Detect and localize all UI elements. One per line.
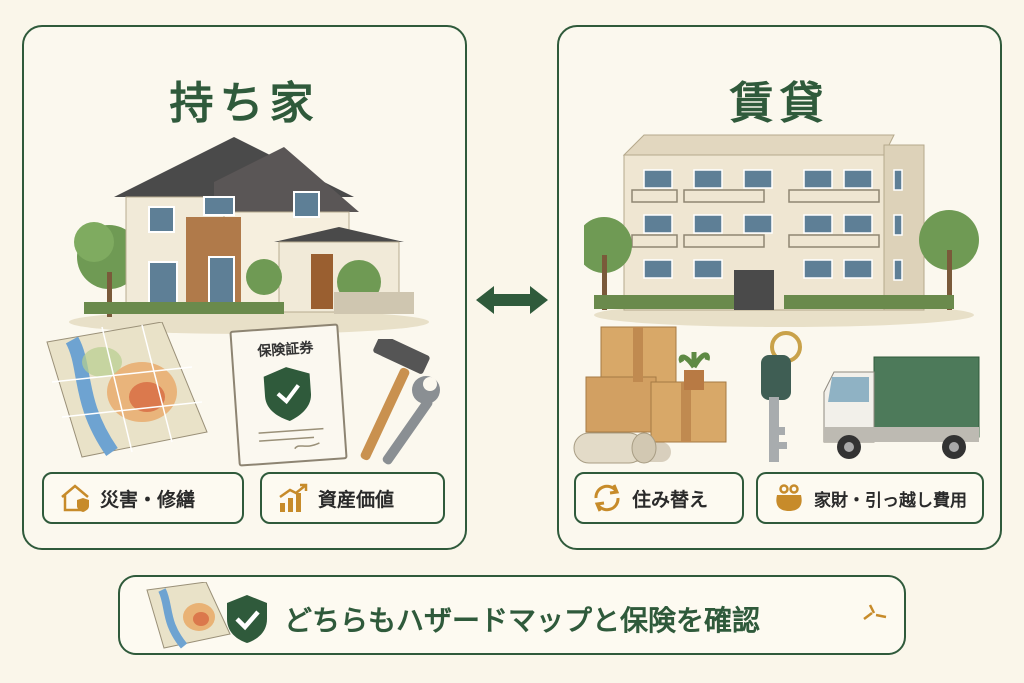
tag-disaster-repair: 災害・修繕 [42,472,244,524]
house-illustration [69,137,429,334]
panel-title-own: 持ち家 [169,78,320,129]
cycle-arrows-icon [594,484,620,512]
apartment-illustration [584,134,979,327]
insurance-certificate-icon: 保険証券 [229,323,348,467]
shield-check-icon [227,595,267,643]
double-arrow-icon [476,286,548,314]
hazard-map-icon [146,582,231,649]
rental-panel: 賃貸 [557,25,1002,550]
certificate-shield-icon [258,367,324,450]
tag-asset-value: 資産価値 [260,472,445,524]
tag-label: 資産価値 [318,488,395,511]
key-icon [761,331,802,462]
house-shield-icon [61,484,89,512]
tag-label: 家財・引っ越し費用 [814,490,967,511]
wrench-icon [382,376,440,465]
sparkle-lines-icon [863,604,887,620]
bottom-message: どちらもハザードマップと保険を確認 [284,604,761,637]
moving-truck-icon [823,356,980,459]
wallet-icon [776,484,802,511]
tag-label: 住み替え [632,488,709,511]
rolled-rug-icon [573,432,657,464]
tag-relocation: 住み替え [574,472,744,524]
hazard-map-icon [46,322,208,458]
tag-moving-costs: 家財・引っ越し費用 [756,472,984,524]
tag-label: 災害・修繕 [100,488,196,511]
panel-title-rent: 賃貸 [729,78,830,129]
potted-plant-icon [678,352,710,390]
bottom-banner: どちらもハザードマップと保険を確認 [118,575,906,655]
hammer-icon [360,339,430,461]
growth-chart-icon [279,483,308,512]
own-home-panel: 持ち家 保険証券 [22,25,467,550]
